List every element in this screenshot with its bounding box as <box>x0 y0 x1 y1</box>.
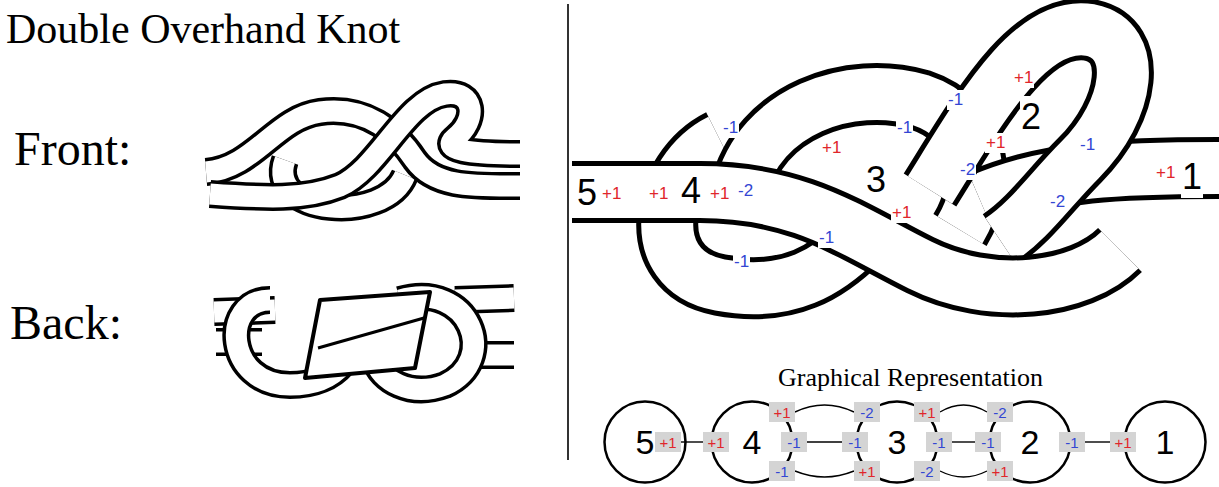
crossing-sign: -1 <box>818 228 835 248</box>
sign-box: -1 <box>926 432 952 452</box>
rope-band <box>305 292 430 378</box>
sign-box: +1 <box>655 432 681 452</box>
region-number: 5 <box>636 425 655 459</box>
crossing-sign: +1 <box>707 435 724 450</box>
region-circle: 1+1 <box>1123 400 1207 484</box>
rope-edge <box>318 318 424 348</box>
front-knot <box>206 94 520 208</box>
region-circle: 5 +1 <box>603 400 687 484</box>
rope-outline <box>930 29 1123 240</box>
crossing-sign: +1 <box>659 435 676 450</box>
region-number: 4 <box>680 170 702 212</box>
graph-edge <box>807 441 842 442</box>
crossing-sign: -1 <box>775 464 788 479</box>
crossing-sign: +1 <box>709 184 730 204</box>
crossing-sign: -1 <box>896 118 913 138</box>
region-number: 1 <box>1181 156 1203 198</box>
region-circle: 3-2-1+1+1-1-2 <box>855 400 939 484</box>
crossing-sign: -1 <box>1079 135 1096 155</box>
sign-box: -1 <box>781 432 807 452</box>
crossing-sign: -2 <box>993 405 1006 420</box>
sign-box: -2 <box>914 461 940 481</box>
graph-edge <box>1085 441 1110 442</box>
region-circle: 2-2-1+1-1 <box>988 400 1072 484</box>
crossing-sign: -1 <box>981 435 994 450</box>
region-number: 5 <box>576 172 598 214</box>
crossing-sign: +1 <box>601 184 622 204</box>
region-number: 3 <box>865 159 887 201</box>
crossing-sign: -1 <box>722 118 739 138</box>
separator-line <box>567 4 569 460</box>
crossing-sign: +1 <box>821 138 842 158</box>
crossing-sign: +1 <box>891 203 912 223</box>
section-heading: Graphical Representation <box>778 363 1043 393</box>
sign-box: +1 <box>914 402 940 422</box>
crossing-sign: -1 <box>787 435 800 450</box>
sign-box: +1 <box>987 461 1013 481</box>
crossing-sign: -2 <box>860 405 873 420</box>
graph-edge <box>940 405 987 412</box>
crossing-sign: -2 <box>737 181 754 201</box>
view-label: Front: <box>14 121 131 176</box>
circle-outline <box>1125 402 1206 483</box>
crossing-sign: +1 <box>648 184 669 204</box>
sign-box: -1 <box>769 461 795 481</box>
sign-box: -2 <box>854 402 880 422</box>
region-number: 2 <box>1020 96 1042 138</box>
crossing-sign: +1 <box>985 133 1006 153</box>
crossing-sign: +1 <box>1013 68 1034 88</box>
crossing-sign: -2 <box>959 160 976 180</box>
sign-box: +1 <box>703 432 729 452</box>
crossing-sign: -2 <box>920 464 933 479</box>
crossing-sign: +1 <box>991 464 1008 479</box>
sign-box: +1 <box>854 461 880 481</box>
rope-fill <box>210 94 520 197</box>
diagram-title: Double Overhand Knot <box>6 6 400 52</box>
crossing-sign: +1 <box>1114 435 1131 450</box>
crossing-sign: -2 <box>1049 192 1066 212</box>
sign-box: +1 <box>1110 432 1136 452</box>
region-number: 3 <box>888 425 907 459</box>
graph-edge <box>795 471 854 477</box>
region-number: 4 <box>743 425 762 459</box>
crossing-sign: -1 <box>932 435 945 450</box>
sign-box: +1 <box>769 402 795 422</box>
view-label: Back: <box>10 295 122 350</box>
crossing-sign: +1 <box>773 405 790 420</box>
region-number: 1 <box>1156 425 1175 459</box>
circle-outline <box>605 402 686 483</box>
graph-edge <box>952 441 975 442</box>
crossing-sign: +1 <box>1155 163 1176 183</box>
back-knot <box>214 292 514 389</box>
rope-fill <box>930 29 1123 240</box>
rope-outline <box>210 94 520 197</box>
crossing-sign: +1 <box>858 464 875 479</box>
sign-box: -2 <box>987 402 1013 422</box>
region-circle: 4+1+1-1-1 <box>710 400 794 484</box>
sign-box: -1 <box>1059 432 1085 452</box>
region-number: 2 <box>1021 425 1040 459</box>
sign-box: -1 <box>975 432 1001 452</box>
large-knot <box>572 29 1219 288</box>
graph-edge <box>795 405 854 412</box>
crossing-sign: -1 <box>848 435 861 450</box>
crossing-sign: -1 <box>733 252 750 272</box>
crossing-sign: -1 <box>1065 435 1078 450</box>
crossing-sign: -1 <box>947 90 964 110</box>
rope-fill <box>572 192 1120 286</box>
rope-outline <box>572 192 1120 286</box>
graph-edge <box>940 471 987 477</box>
crossing-sign: +1 <box>918 405 935 420</box>
sign-box: -1 <box>842 432 868 452</box>
